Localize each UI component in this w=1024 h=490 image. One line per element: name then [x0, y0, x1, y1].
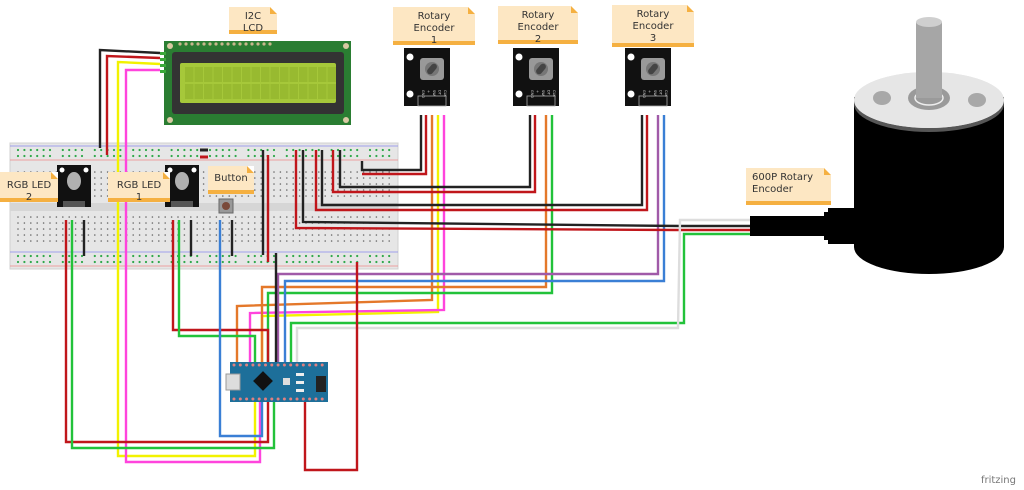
wire-600p-gnd[interactable]	[301, 150, 750, 228]
encoder-pin-label: CLK	[443, 90, 447, 97]
wire-enc1-clk[interactable]	[248, 115, 446, 362]
lcd-pin	[160, 52, 166, 55]
label-text: Button	[214, 173, 248, 184]
encoder-pin-label: SW	[541, 90, 545, 96]
wire-enc3-gnd[interactable]	[320, 115, 644, 207]
wire-rgb1-g[interactable]	[177, 220, 257, 362]
lcd-pin	[160, 64, 166, 67]
label-text: RGB LED 2	[6, 180, 52, 203]
600p-rotary-encoder[interactable]	[750, 17, 1004, 274]
arduino-nano[interactable]	[225, 362, 328, 402]
encoder-pin-label: +	[648, 90, 652, 93]
encoder-pin-label: SW	[653, 90, 657, 96]
wire-enc2-sw[interactable]	[260, 115, 548, 362]
wire-button-signal[interactable]	[218, 220, 264, 438]
lcd-pin	[160, 70, 166, 73]
arduino-pins	[232, 363, 324, 401]
wire-600p-vcc[interactable]	[294, 150, 750, 232]
encoder-pin-label: GND	[530, 90, 534, 98]
wire-enc1-vcc[interactable]	[362, 115, 428, 176]
encoder-pin-label: CLK	[664, 90, 668, 97]
wire-enc2-gnd[interactable]	[338, 115, 532, 189]
wire-arduino-5v[interactable]	[303, 262, 359, 472]
label-text: Rotary Encoder	[413, 11, 455, 34]
label-text: I2C LCD	[242, 11, 264, 34]
wire-rgb2-r[interactable]	[64, 220, 270, 444]
label-i2c-lcd: I2C LCD	[229, 7, 277, 34]
label-text: 600P Rotary	[752, 172, 813, 183]
label-rotary-encoder-1: Rotary Encoder 1	[393, 7, 475, 46]
encoder-pin-label: CLK	[552, 90, 556, 97]
wire-lcd-vcc[interactable]	[105, 54, 161, 155]
wire-enc3-clk[interactable]	[283, 115, 666, 362]
label-number: 1	[430, 35, 438, 46]
wire-600p-a[interactable]	[289, 232, 750, 362]
encoder-pin-label: SW	[432, 90, 436, 96]
lcd-pin	[160, 58, 166, 61]
rgb-led-2[interactable]	[57, 165, 91, 207]
encoder-pin-label: GND	[421, 90, 425, 98]
rgb-led-1[interactable]	[165, 165, 199, 207]
wire-600p-b[interactable]	[295, 218, 750, 362]
fritzing-brand: fritzing	[980, 475, 1016, 486]
label-number: 3	[649, 33, 657, 44]
wire-enc3-dt[interactable]	[276, 115, 660, 362]
wire-enc1-sw[interactable]	[235, 115, 434, 362]
wire-enc1-gnd[interactable]	[360, 115, 423, 172]
label-button: Button	[208, 166, 254, 194]
encoder-pin-label: DT	[659, 90, 663, 96]
label-text: Rotary Encoder	[517, 10, 559, 33]
encoder-pin-label: DT	[438, 90, 442, 96]
wire-rgb2-g[interactable]	[70, 220, 276, 450]
encoder-pin-label: GND	[642, 90, 646, 98]
wire-lcd-gnd[interactable]	[98, 48, 161, 148]
wire-enc2-vcc[interactable]	[331, 115, 537, 194]
label-rotary-encoder-3: Rotary Encoder 3	[612, 5, 694, 47]
label-number: 2	[534, 34, 542, 45]
wires	[64, 48, 750, 472]
wire-enc3-vcc[interactable]	[314, 115, 649, 212]
wire-lcd-sda[interactable]	[116, 60, 257, 458]
label-text: RGB LED 1	[116, 180, 162, 203]
label-rgb-led-2: RGB LED 2	[0, 172, 58, 203]
push-button[interactable]	[218, 198, 234, 214]
lcd-character-grid	[185, 67, 336, 99]
encoder-pin-label: +	[536, 90, 540, 93]
label-text: Rotary Encoder	[632, 9, 674, 32]
label-rotary-encoder-2: Rotary Encoder 2	[498, 6, 578, 45]
encoder-pin-label: DT	[547, 90, 551, 96]
encoder-pin-label: +	[427, 90, 431, 93]
i2c-lcd[interactable]	[160, 41, 351, 125]
label-600p-rotary-encoder: 600P Rotary Encoder	[746, 168, 831, 205]
label-rgb-led-1: RGB LED 1	[108, 172, 170, 203]
label-text-2: Encoder	[752, 184, 793, 195]
